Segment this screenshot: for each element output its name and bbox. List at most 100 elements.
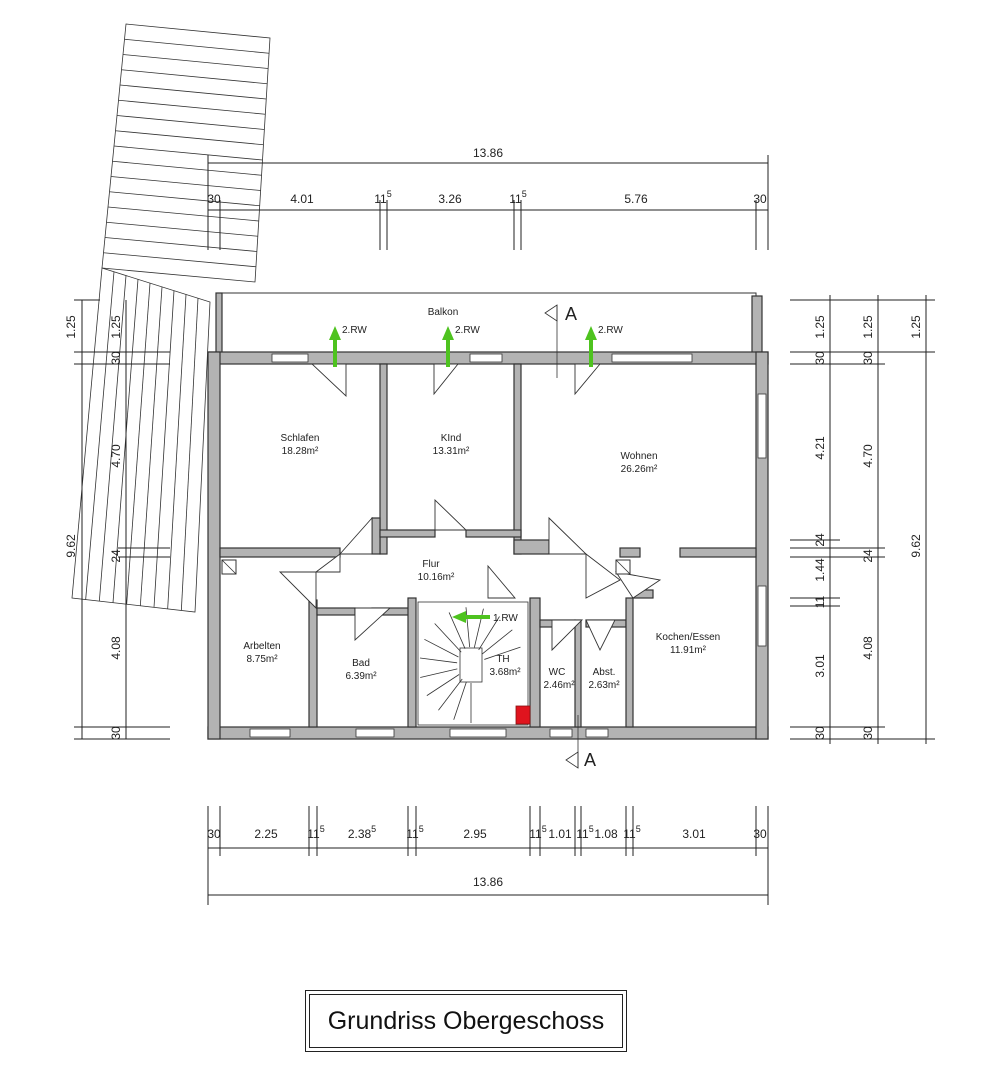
svg-text:115: 115 [307, 824, 324, 841]
section-label-top: A [565, 304, 577, 324]
section-marker-top: A [544, 304, 577, 378]
svg-text:30: 30 [753, 192, 767, 206]
svg-text:18.28m²: 18.28m² [282, 446, 319, 457]
svg-text:2.95: 2.95 [463, 827, 487, 841]
room-arbeiten: Arbelten [243, 641, 280, 652]
svg-text:115: 115 [529, 824, 546, 841]
section-marker-bottom: A [565, 715, 596, 770]
svg-text:9.62: 9.62 [909, 534, 923, 558]
svg-text:30: 30 [109, 726, 123, 740]
hatch-line [465, 607, 471, 648]
svg-text:1.25: 1.25 [861, 315, 875, 339]
internal-staircase [417, 601, 529, 726]
svg-text:2.RW: 2.RW [598, 325, 623, 336]
hatch-line [424, 638, 459, 658]
svg-text:10.16m²: 10.16m² [418, 572, 455, 583]
hatch-line [113, 145, 263, 161]
svg-text:4.01: 4.01 [290, 192, 314, 206]
room-kind: KInd [441, 433, 462, 444]
exterior-stair [71, 23, 271, 613]
svg-text:115: 115 [406, 824, 423, 841]
room-bad: Bad [352, 658, 370, 669]
svg-text:4.70: 4.70 [861, 444, 875, 468]
hatch-line [453, 681, 467, 720]
hatch-line [180, 298, 199, 611]
hatch-line [118, 99, 266, 115]
right-dimensions: 1.25 30 4.21 24 1.44 11 3.01 30 1.25 30 … [790, 295, 935, 744]
svg-text:3.68m²: 3.68m² [489, 667, 521, 678]
hatch-line [139, 286, 163, 606]
hatch-line [438, 678, 463, 711]
left-dimensions: 1.25 1.25 30 4.70 9.62 24 4.08 30 [64, 299, 170, 740]
svg-text:4.08: 4.08 [861, 636, 875, 660]
svg-text:3.01: 3.01 [682, 827, 706, 841]
hatch-line [115, 130, 264, 146]
svg-text:13.86: 13.86 [473, 875, 503, 889]
hatch-line [420, 668, 458, 678]
svg-text:1.44: 1.44 [813, 558, 827, 582]
hatch-line [481, 629, 513, 655]
plan-title: Grundriss Obergeschoss [309, 994, 623, 1048]
svg-text:1.25: 1.25 [64, 315, 78, 339]
svg-text:30: 30 [753, 827, 767, 841]
hatch-line [98, 275, 127, 602]
hatch-line [434, 623, 462, 653]
room-balkon: Balkon [428, 307, 459, 318]
svg-text:1.RW: 1.RW [493, 613, 518, 624]
room-schlafen: Schlafen [281, 433, 320, 444]
hatch-line [106, 221, 258, 237]
doors [278, 363, 662, 652]
hatch-line [478, 616, 500, 651]
hatch-line [122, 54, 269, 69]
hatch-line [110, 176, 261, 191]
room-wc: WC [549, 667, 566, 678]
svg-text:4.21: 4.21 [813, 436, 827, 460]
hatch-line [85, 271, 115, 600]
hatch-line [124, 38, 270, 54]
svg-text:2.385: 2.385 [348, 824, 376, 841]
hatch-line [448, 612, 466, 649]
svg-text:30: 30 [861, 726, 875, 740]
hatch-line [153, 290, 175, 608]
section-label-bottom: A [584, 750, 596, 770]
top-dimensions: 13.86 30 4.01 115 3.26 115 5.76 30 [207, 146, 769, 250]
svg-text:115: 115 [374, 189, 391, 206]
svg-text:3.26: 3.26 [438, 192, 462, 206]
svg-text:115: 115 [576, 824, 593, 841]
svg-text:2.46m²: 2.46m² [543, 680, 575, 691]
svg-text:6.39m²: 6.39m² [345, 671, 377, 682]
svg-text:8.75m²: 8.75m² [246, 654, 278, 665]
svg-text:115: 115 [509, 189, 526, 206]
svg-text:24: 24 [861, 549, 875, 563]
hatch-line [104, 237, 257, 252]
room-labels: Balkon Schlafen 18.28m² KInd 13.31m² Woh… [243, 307, 720, 691]
svg-text:4.70: 4.70 [109, 444, 123, 468]
balcony [215, 292, 763, 357]
escape-arrow-1: 2.RW [329, 325, 367, 367]
svg-text:2.RW: 2.RW [342, 325, 367, 336]
svg-text:9.62: 9.62 [64, 534, 78, 558]
hatch-line [112, 160, 262, 176]
svg-text:1.25: 1.25 [909, 315, 923, 339]
hatch-line [109, 191, 260, 207]
svg-text:13.31m²: 13.31m² [433, 446, 470, 457]
escape-arrow-2: 2.RW [442, 325, 480, 367]
title-box: Grundriss Obergeschoss [305, 990, 627, 1052]
svg-text:30: 30 [109, 351, 123, 365]
svg-text:11: 11 [813, 595, 827, 608]
svg-text:11.91m²: 11.91m² [670, 645, 707, 656]
svg-text:2.RW: 2.RW [455, 325, 480, 336]
hatch-line [419, 657, 458, 664]
hatch-line [167, 294, 187, 609]
svg-text:5.76: 5.76 [624, 192, 648, 206]
fire-extinguisher-marker [515, 705, 531, 725]
svg-text:24: 24 [109, 549, 123, 563]
room-kochen-essen: Kochen/Essen [656, 632, 721, 643]
svg-text:4.08: 4.08 [109, 636, 123, 660]
svg-text:30: 30 [813, 726, 827, 740]
room-flur: Flur [422, 559, 440, 570]
bottom-dimensions: 30 2.25 115 2.385 115 2.95 115 1.01 115 … [207, 806, 769, 905]
hatch-line [103, 252, 256, 268]
svg-text:30: 30 [207, 827, 221, 841]
